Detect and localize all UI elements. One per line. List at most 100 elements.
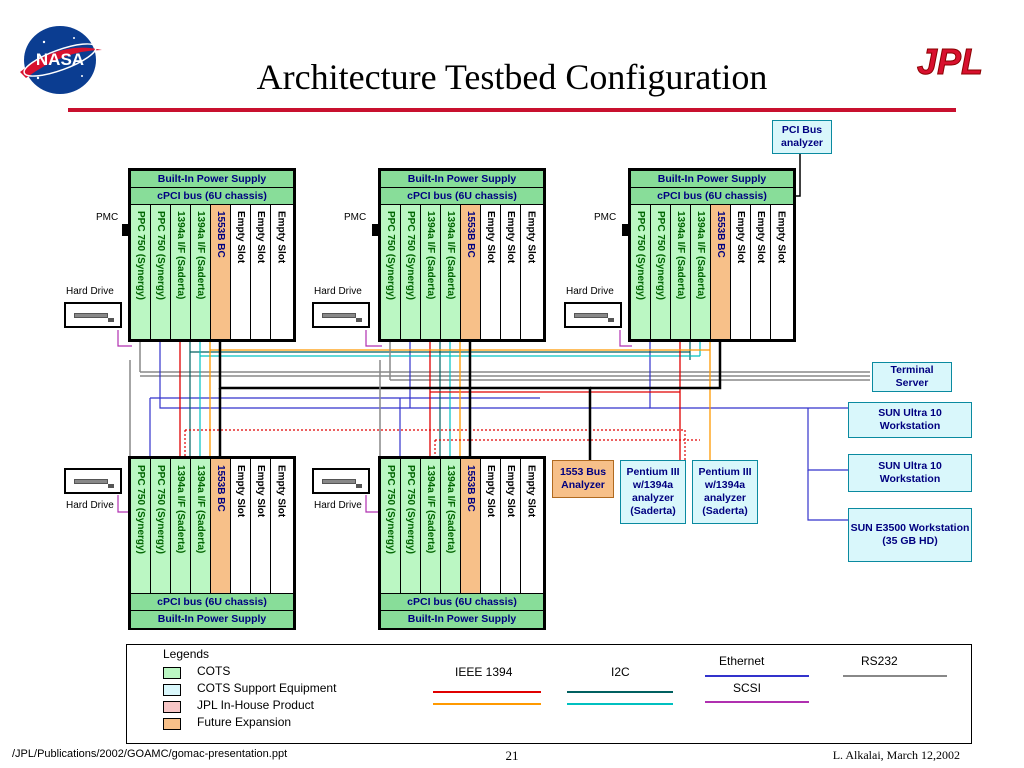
slot-empty-3: Empty Slot	[271, 459, 291, 593]
nasa-logo: NASA	[20, 26, 102, 94]
slot-1394-2: 1394a I/F (Saderta)	[691, 205, 711, 339]
slot-empty-2: Empty Slot	[501, 459, 521, 593]
legend-line-scsi	[705, 701, 809, 703]
slot-empty-1: Empty Slot	[231, 459, 251, 593]
slot-ppc-2: PPC 750 (Synergy)	[151, 205, 171, 339]
legend: Legends COTS COTS Support Equipment JPL …	[126, 644, 972, 744]
title-rule	[68, 108, 956, 112]
power-supply-bar: Built-In Power Supply	[131, 610, 293, 628]
terminal-drop	[129, 340, 391, 458]
terminal-server-box: Terminal Server	[872, 362, 952, 392]
jpl-logo-text: JPL	[917, 41, 983, 82]
page-title: Architecture Testbed Configuration	[256, 57, 768, 97]
slot-empty-1: Empty Slot	[731, 205, 751, 339]
ieee1394-orange-lines	[209, 340, 711, 460]
power-supply-bar: Built-In Power Supply	[631, 171, 793, 188]
slot-1553b: 1553B BC	[211, 205, 231, 339]
slot-empty-3: Empty Slot	[771, 205, 791, 339]
slot-1553b: 1553B BC	[711, 205, 731, 339]
slot-empty-3: Empty Slot	[271, 205, 291, 339]
slot-empty-1: Empty Slot	[231, 205, 251, 339]
power-supply-bar: Built-In Power Supply	[381, 171, 543, 188]
legend-label-i2c: I2C	[611, 665, 630, 679]
pentium-analyzer-box: Pentium III w/1394a analyzer (Saderta)	[692, 460, 758, 524]
jpl-logo: JPL	[916, 41, 983, 83]
legend-line-ieee1394-alt	[433, 703, 541, 705]
slot-ppc-2: PPC 750 (Synergy)	[651, 205, 671, 339]
hard-drive-label: Hard Drive	[566, 286, 614, 297]
hard-drive-icon	[564, 302, 622, 328]
legend-label-scsi: SCSI	[733, 681, 762, 695]
chassis-bottom-left: PPC 750 (Synergy) PPC 750 (Synergy) 1394…	[128, 456, 296, 630]
chassis-top-middle: Built-In Power Supply cPCI bus (6U chass…	[378, 168, 546, 342]
chassis-top-left: Built-In Power Supply cPCI bus (6U chass…	[128, 168, 296, 342]
legend-label-future: Future Expansion	[197, 715, 292, 729]
slot-ppc-1: PPC 750 (Synergy)	[381, 459, 401, 593]
footer-author-date: L. Alkalai, March 12,2002	[832, 748, 960, 762]
chassis-bottom-middle: PPC 750 (Synergy) PPC 750 (Synergy) 1394…	[378, 456, 546, 630]
nasa-logo-text: NASA	[36, 50, 84, 69]
legend-swatch-cots	[163, 667, 181, 679]
legend-line-ethernet	[705, 675, 809, 677]
slot-empty-2: Empty Slot	[501, 205, 521, 339]
power-supply-bar: Built-In Power Supply	[381, 610, 543, 628]
pmc-connector	[372, 224, 378, 236]
slot-ppc-1: PPC 750 (Synergy)	[131, 205, 151, 339]
pmc-connector	[122, 224, 128, 236]
hard-drive-label: Hard Drive	[314, 286, 362, 297]
slot-empty-1: Empty Slot	[481, 205, 501, 339]
hard-drive-label: Hard Drive	[66, 500, 114, 511]
hard-drive-icon	[312, 302, 370, 328]
pci-bus-analyzer-box: PCI Bus analyzer	[772, 120, 832, 154]
slot-1394-2: 1394a I/F (Saderta)	[441, 205, 461, 339]
pmc-label: PMC	[594, 212, 617, 223]
cpci-bus-bar: cPCI bus (6U chassis)	[631, 188, 793, 205]
bus1553-lines	[218, 340, 722, 460]
slot-empty-2: Empty Slot	[251, 459, 271, 593]
slot-1394-2: 1394a I/F (Saderta)	[441, 459, 461, 593]
hard-drive-label: Hard Drive	[314, 500, 362, 511]
legend-label-ieee1394: IEEE 1394	[455, 665, 513, 679]
legend-title: Legends	[163, 647, 210, 661]
slot-1394-2: 1394a I/F (Saderta)	[191, 205, 211, 339]
legend-line-i2c-alt	[567, 703, 673, 705]
sun-ultra-10-workstation-box: SUN Ultra 10 Workstation	[848, 402, 972, 438]
legend-line-ieee1394	[433, 691, 541, 693]
slot-1553b: 1553B BC	[211, 459, 231, 593]
slot-ppc-1: PPC 750 (Synergy)	[631, 205, 651, 339]
slot-1394-1: 1394a I/F (Saderta)	[671, 205, 691, 339]
legend-label-support: COTS Support Equipment	[197, 681, 337, 695]
legend-label-ethernet: Ethernet	[719, 654, 765, 668]
slot-ppc-2: PPC 750 (Synergy)	[401, 459, 421, 593]
bus-1553-analyzer-box: 1553 Bus Analyzer	[552, 460, 614, 498]
sun-ultra-10-workstation-box: SUN Ultra 10 Workstation	[848, 454, 972, 492]
ieee1394-lines	[179, 340, 681, 460]
power-supply-bar: Built-In Power Supply	[131, 171, 293, 188]
legend-line-rs232	[843, 675, 947, 677]
slot-1553b: 1553B BC	[461, 205, 481, 339]
legend-label-rs232: RS232	[861, 654, 898, 668]
slot-1394-1: 1394a I/F (Saderta)	[421, 205, 441, 339]
legend-label-cots: COTS	[197, 664, 231, 678]
footer-path: /JPL/Publications/2002/GOAMC/gomac-prese…	[12, 748, 288, 760]
slot-empty-3: Empty Slot	[521, 205, 541, 339]
slot-empty-3: Empty Slot	[521, 459, 541, 593]
pmc-label: PMC	[96, 212, 119, 223]
slot-ppc-2: PPC 750 (Synergy)	[401, 205, 421, 339]
hard-drive-icon	[64, 302, 122, 328]
pmc-label: PMC	[344, 212, 367, 223]
slot-empty-2: Empty Slot	[751, 205, 771, 339]
cpci-bus-bar: cPCI bus (6U chassis)	[131, 188, 293, 205]
ethernet-lines	[149, 340, 848, 521]
slot-ppc-2: PPC 750 (Synergy)	[151, 459, 171, 593]
slot-1553b: 1553B BC	[461, 459, 481, 593]
slot-1394-1: 1394a I/F (Saderta)	[171, 205, 191, 339]
cpci-bus-bar: cPCI bus (6U chassis)	[381, 188, 543, 205]
hard-drive-icon	[64, 468, 122, 494]
slot-1394-1: 1394a I/F (Saderta)	[171, 459, 191, 593]
legend-swatch-future	[163, 718, 181, 730]
cpci-bus-bar: cPCI bus (6U chassis)	[381, 593, 543, 610]
legend-label-jpl: JPL In-House Product	[197, 698, 314, 712]
legend-line-i2c	[567, 691, 673, 693]
